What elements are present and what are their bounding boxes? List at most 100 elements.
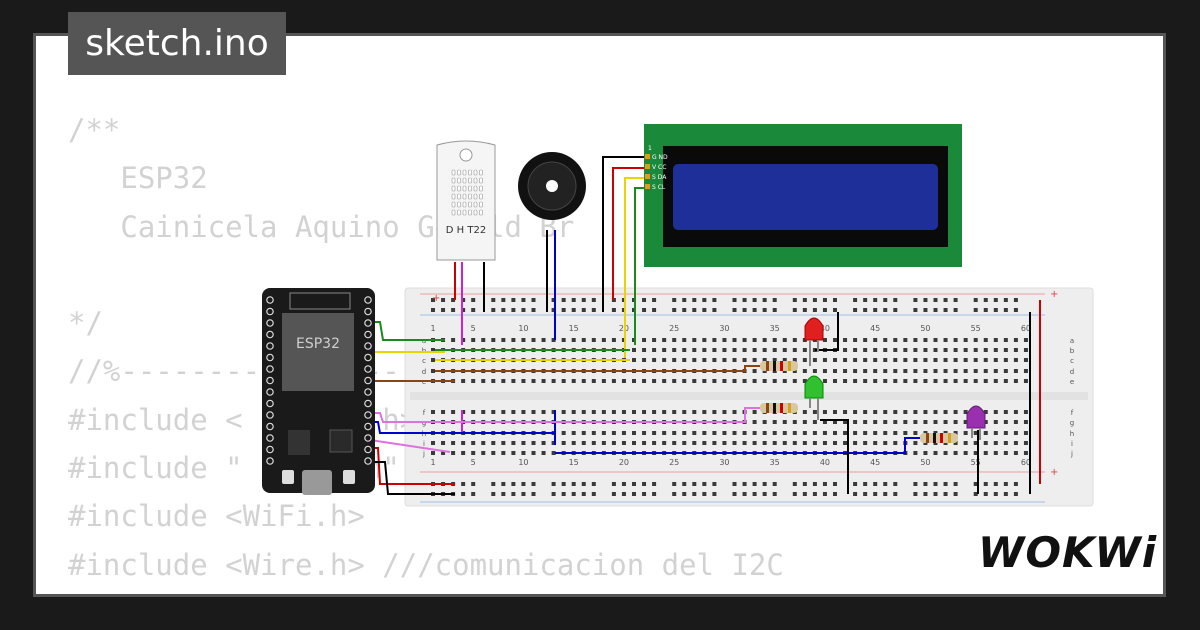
code-line: */ (68, 306, 103, 341)
esp32-pin[interactable] (364, 434, 372, 442)
column-number: 50 (920, 324, 930, 333)
svg-text:+: + (1050, 467, 1058, 478)
column-number: 40 (820, 324, 830, 333)
esp32-pin[interactable] (266, 376, 274, 385)
column-number: 60 (1021, 324, 1031, 333)
dht22-label: D H T22 (446, 225, 486, 236)
lcd-pin[interactable] (645, 154, 650, 159)
esp32-pins (266, 296, 372, 465)
column-number: 20 (619, 458, 629, 467)
row-letter: b (1070, 347, 1075, 355)
lcd-pin-label: V CC (652, 164, 666, 171)
code-line: ESP32 (68, 161, 208, 196)
esp32-label: ESP32 (296, 336, 340, 352)
row-letter: c (1070, 357, 1074, 365)
code-preview: /** ESP32 Cainicela Aquino Gerald Br*///… (68, 106, 1046, 594)
led-purple[interactable] (966, 405, 986, 440)
lcd-pin-label: S CL (652, 184, 666, 191)
esp32-pin[interactable] (266, 319, 274, 327)
column-number: 30 (719, 324, 729, 333)
esp32-pin[interactable] (364, 353, 372, 362)
esp32-pin[interactable] (266, 399, 274, 408)
sketch-filename-tab[interactable]: sketch.ino (68, 12, 286, 75)
column-number: 25 (669, 324, 679, 333)
column-number: 60 (1021, 458, 1031, 467)
esp32-pin[interactable] (266, 411, 274, 419)
row-letter: c (422, 357, 426, 365)
row-letter: a (1070, 337, 1074, 345)
row-letter: j (1070, 450, 1073, 458)
buzzer[interactable] (518, 152, 586, 220)
dht22-grille (451, 169, 483, 216)
esp32-pin[interactable] (364, 388, 372, 396)
led-red[interactable] (804, 317, 824, 366)
row-letter: h (1070, 430, 1074, 438)
column-number: 25 (669, 458, 679, 467)
code-line: /** (68, 113, 121, 147)
lcd-pin[interactable] (645, 184, 650, 189)
column-number: 35 (770, 324, 780, 333)
row-letter: i (1071, 440, 1073, 448)
lcd-pin-label: G ND (652, 154, 668, 161)
column-number: 1 (430, 324, 435, 333)
lcd-display[interactable]: 1 G NDV CCS DAS CL (644, 124, 962, 267)
row-letter: e (1070, 378, 1074, 386)
row-letter: f (423, 409, 426, 417)
column-number: 45 (870, 324, 880, 333)
esp32-pin[interactable] (364, 330, 372, 339)
esp32-pin[interactable] (364, 365, 372, 373)
column-number: 1 (430, 458, 435, 467)
esp32-pin[interactable] (364, 307, 372, 316)
dht22-sensor[interactable]: D H T22 (436, 140, 496, 261)
column-number: 35 (770, 458, 780, 467)
esp32-pin[interactable] (266, 342, 274, 350)
column-number: 40 (820, 458, 830, 467)
column-number: 5 (471, 458, 476, 467)
breadboard: 1155101015152020252530303535404045455050… (404, 287, 1094, 507)
svg-text:1: 1 (648, 145, 652, 152)
led-green[interactable] (804, 375, 824, 420)
row-letter: j (422, 450, 425, 458)
resistor-2[interactable] (760, 403, 798, 413)
esp32-pin[interactable] (266, 445, 274, 454)
esp32-pin[interactable] (364, 457, 372, 465)
resistor-3[interactable] (920, 433, 958, 443)
esp32-pin[interactable] (364, 296, 372, 304)
svg-text:+: + (432, 293, 440, 304)
esp32-pin[interactable] (364, 319, 372, 327)
esp32-pin[interactable] (266, 457, 274, 465)
esp32-pin[interactable] (364, 411, 372, 419)
column-number: 30 (719, 458, 729, 467)
resistor-1[interactable] (760, 361, 798, 371)
esp32-pin[interactable] (266, 330, 274, 339)
esp32-pin[interactable] (364, 342, 372, 350)
column-number: 50 (920, 458, 930, 467)
esp32-pin[interactable] (266, 296, 274, 304)
esp32-pin[interactable] (266, 388, 274, 396)
esp32-board[interactable]: ESP32 (262, 288, 375, 495)
code-line: #include <WiFi.h> (68, 499, 365, 534)
row-letter: d (422, 368, 426, 376)
esp32-pin[interactable] (266, 422, 274, 431)
row-letter: f (1071, 409, 1074, 417)
esp32-pin[interactable] (364, 422, 372, 431)
lcd-pin[interactable] (645, 174, 650, 179)
row-letter: d (1070, 368, 1074, 376)
wokwi-logo: WOKWi (978, 528, 1158, 577)
lcd-pin-labels: G NDV CCS DAS CL (645, 154, 668, 191)
esp32-pin[interactable] (266, 353, 274, 362)
breadboard-column-numbers: 1155101015152020252530303535404045455050… (430, 324, 1031, 467)
esp32-pin[interactable] (364, 399, 372, 408)
row-letter: g (1070, 419, 1074, 427)
esp32-pin[interactable] (364, 445, 372, 454)
code-line: #include <Wire.h> ///comunicacion del I2… (68, 547, 784, 582)
esp32-pin[interactable] (364, 376, 372, 385)
esp32-pin[interactable] (266, 434, 274, 442)
column-number: 15 (569, 324, 579, 333)
row-letter: i (423, 440, 425, 448)
column-number: 55 (971, 458, 981, 467)
lcd-pin[interactable] (645, 164, 650, 169)
esp32-pin[interactable] (266, 307, 274, 316)
esp32-pin[interactable] (266, 365, 274, 373)
